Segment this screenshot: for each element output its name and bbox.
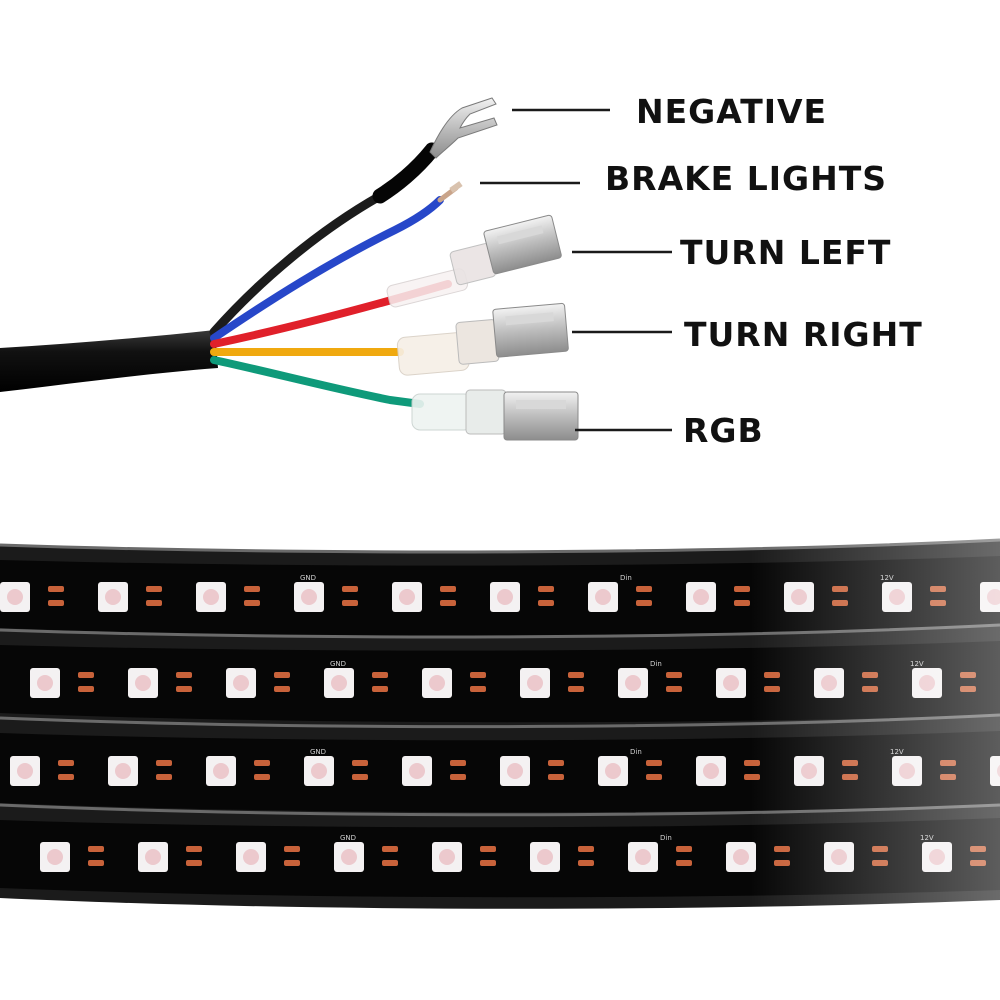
label-brake-lights: BRAKE LIGHTS <box>605 159 887 198</box>
cable-jacket <box>0 330 218 392</box>
wiring-harness <box>0 142 459 408</box>
heatshrink-black <box>372 142 440 204</box>
bare-wire-tip-icon <box>449 181 463 193</box>
label-turn-left: TURN LEFT <box>680 233 892 272</box>
led-strip-coil: GNDDin12V GNDDin12V GNDDin12V GNDDin12V <box>0 530 1000 920</box>
label-negative: NEGATIVE <box>636 92 828 131</box>
fork-terminal-icon <box>429 97 498 159</box>
spade-turn-right <box>396 302 569 376</box>
label-turn-right: TURN RIGHT <box>684 315 923 354</box>
label-rgb: RGB <box>683 411 764 450</box>
spade-rgb <box>411 389 579 441</box>
wire-green <box>210 356 424 408</box>
spade-turn-left <box>386 214 562 308</box>
female-spade-terminal-icon <box>386 214 579 441</box>
leader-lines <box>480 108 672 432</box>
wire-blue <box>210 196 444 342</box>
